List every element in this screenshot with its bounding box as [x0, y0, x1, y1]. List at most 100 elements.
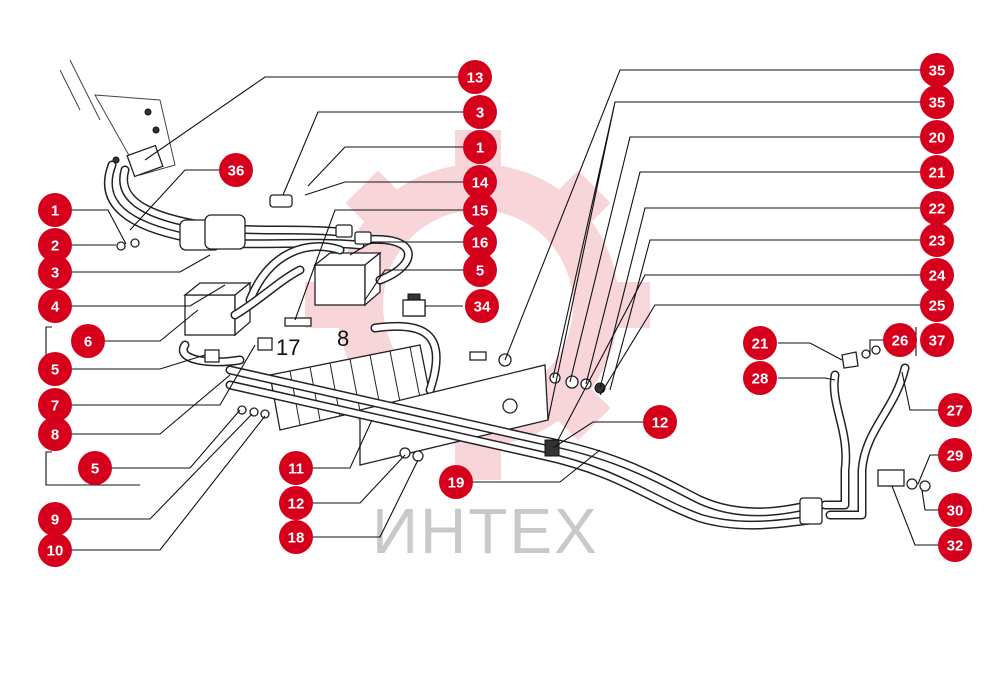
- callout-number: 2: [51, 238, 59, 255]
- callout-number: 35: [929, 95, 946, 112]
- callout-number: 37: [929, 333, 946, 350]
- callout-number: 21: [929, 165, 946, 182]
- callout-badge: [465, 289, 499, 323]
- callout-badge: [920, 323, 954, 357]
- callout-26: 26: [883, 323, 917, 357]
- callout-number: 20: [929, 130, 946, 147]
- watermark-text: ИНТЕХ: [372, 495, 599, 567]
- callout-number: 12: [652, 415, 669, 432]
- callout-badge: [743, 326, 777, 360]
- callout-badge: [938, 528, 972, 562]
- callout-badge: [643, 405, 677, 439]
- callout-badge: [219, 153, 253, 187]
- callout-number: 22: [929, 201, 946, 218]
- callout-badge: [883, 323, 917, 357]
- callout-13: 13: [458, 60, 492, 94]
- callout-number: 5: [476, 263, 484, 280]
- callout-badge: [938, 438, 972, 472]
- callout-number: 13: [467, 70, 484, 87]
- callout-8: 8: [38, 417, 72, 451]
- callout-number: 34: [474, 299, 491, 316]
- callout-badge: [920, 191, 954, 225]
- callout-badge: [71, 324, 105, 358]
- callout-16: 16: [463, 225, 497, 259]
- callout-19: 19: [439, 465, 473, 499]
- callout-number: 5: [51, 362, 59, 379]
- callout-number: 1: [51, 203, 59, 220]
- callout-21: 21: [920, 155, 954, 189]
- callout-number: 23: [929, 233, 946, 250]
- callout-badge: [78, 451, 112, 485]
- callout-35: 35: [920, 85, 954, 119]
- callout-30: 30: [938, 493, 972, 527]
- callout-22: 22: [920, 191, 954, 225]
- callout-badge: [38, 502, 72, 536]
- inline-label-8: 8: [337, 326, 349, 351]
- hydraulic-assembly-drawing: [59, 59, 931, 530]
- callout-badge: [463, 193, 497, 227]
- callout-24: 24: [920, 258, 954, 292]
- callout-badge: [38, 289, 72, 323]
- callout-2: 2: [38, 228, 72, 262]
- callout-badge: [463, 165, 497, 199]
- callout-number: 27: [947, 403, 964, 420]
- callout-number: 6: [84, 334, 92, 351]
- callout-badge: [38, 255, 72, 289]
- callout-number: 35: [929, 63, 946, 80]
- callout-number: 16: [472, 235, 489, 252]
- callout-number: 11: [288, 461, 304, 478]
- callout-badge: [38, 417, 72, 451]
- callout-7: 7: [38, 388, 72, 422]
- callout-number: 3: [51, 265, 59, 282]
- callout-number: 1: [476, 140, 484, 157]
- callout-9: 9: [38, 502, 72, 536]
- callout-23: 23: [920, 223, 954, 257]
- callout-badge: [38, 352, 72, 386]
- callout-badge: [920, 155, 954, 189]
- callout-badge: [920, 288, 954, 322]
- callout-18: 18: [279, 520, 313, 554]
- callout-number: 30: [947, 503, 964, 520]
- callout-36: 36: [219, 153, 253, 187]
- callout-number: 18: [288, 530, 305, 547]
- callout-15: 15: [463, 193, 497, 227]
- callout-32: 32: [938, 528, 972, 562]
- callout-21: 21: [743, 326, 777, 360]
- callout-12: 12: [643, 405, 677, 439]
- callout-35: 35: [920, 53, 954, 87]
- callout-28: 28: [743, 361, 777, 395]
- callout-25: 25: [920, 288, 954, 322]
- callout-badge: [463, 95, 497, 129]
- callout-badge: [920, 258, 954, 292]
- callout-badge: [463, 130, 497, 164]
- callout-number: 29: [947, 448, 964, 465]
- callout-11: 11: [279, 451, 313, 485]
- callout-number: 28: [752, 371, 769, 388]
- callout-number: 9: [51, 512, 59, 529]
- callout-badge: [920, 85, 954, 119]
- callout-badge: [463, 225, 497, 259]
- callout-badge: [920, 223, 954, 257]
- callout-1: 1: [38, 193, 72, 227]
- callout-number: 14: [472, 175, 489, 192]
- callout-number: 36: [228, 163, 245, 180]
- callout-badge: [920, 120, 954, 154]
- callout-number: 15: [472, 203, 489, 220]
- callout-number: 4: [51, 299, 60, 316]
- callout-number: 8: [51, 427, 59, 444]
- callout-20: 20: [920, 120, 954, 154]
- callout-27: 27: [938, 393, 972, 427]
- callout-3: 3: [463, 95, 497, 129]
- callout-number: 10: [47, 543, 64, 560]
- callout-badge: [279, 486, 313, 520]
- callout-number: 32: [947, 538, 964, 555]
- leader-lines: [45, 69, 938, 551]
- callout-34: 34: [465, 289, 499, 323]
- callout-badge: [38, 193, 72, 227]
- callout-badge: [279, 520, 313, 554]
- callout-group: 1331361415165341234657859101112181219353…: [38, 53, 972, 567]
- callout-5: 5: [463, 253, 497, 287]
- callout-number: 5: [91, 461, 99, 478]
- inline-label-17: 17: [276, 335, 300, 360]
